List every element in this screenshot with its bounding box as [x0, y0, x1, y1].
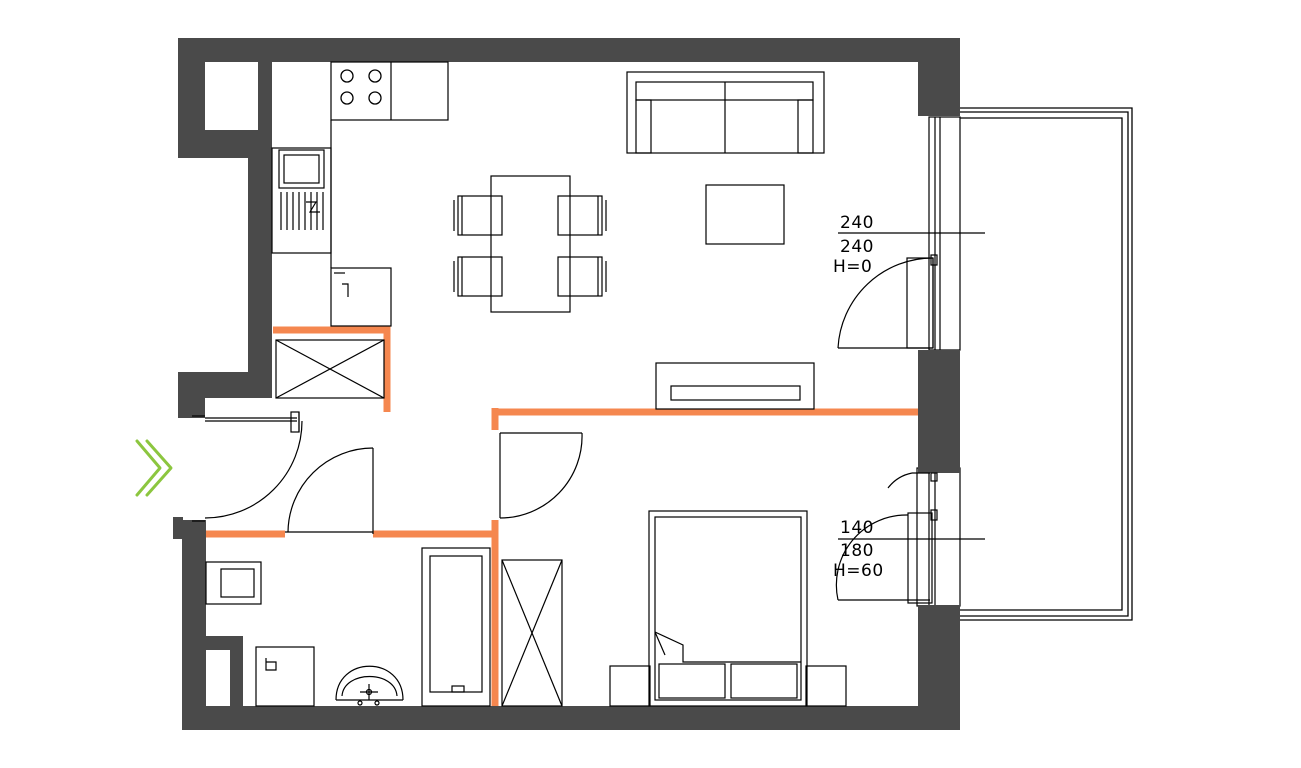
- bedroom-window: [835, 472, 985, 604]
- kitchen-counter: [271, 61, 449, 327]
- living-door-height-label: 240: [840, 237, 874, 257]
- bedroom-window-width-label: 140: [840, 518, 874, 538]
- bedroom-window-height-label: 180: [840, 541, 874, 561]
- bedroom-door: [499, 432, 583, 519]
- bathtub-icon: [421, 547, 491, 707]
- dining-chairs: [453, 195, 607, 297]
- bedroom-wardrobe: [501, 559, 563, 707]
- washing-machine: [205, 561, 262, 605]
- dining-table: [490, 175, 571, 313]
- nightstands: [609, 665, 847, 707]
- balcony: [960, 107, 1133, 621]
- balcony-door: [837, 232, 985, 349]
- sofa-icon: [626, 71, 825, 154]
- toilet: [255, 646, 315, 707]
- double-bed-icon: [648, 510, 808, 707]
- living-door-sill-label: H=0: [833, 257, 873, 277]
- bedroom-window-sill-label: H=60: [833, 561, 884, 581]
- partition-walls: [206, 326, 918, 706]
- cooktop-icon: [340, 69, 382, 105]
- living-door-width-label: 240: [840, 213, 874, 233]
- sink-icon: [278, 149, 325, 230]
- entrance-door: [192, 411, 303, 522]
- bathroom-door: [285, 447, 374, 534]
- wardrobe-closet: [275, 339, 385, 399]
- washbasin-icon: [335, 665, 404, 706]
- tv-cabinet: [655, 362, 815, 410]
- double-chevron-right-icon: [135, 439, 173, 497]
- fridge: [334, 272, 349, 297]
- walls: [173, 38, 960, 730]
- coffee-table: [705, 184, 785, 245]
